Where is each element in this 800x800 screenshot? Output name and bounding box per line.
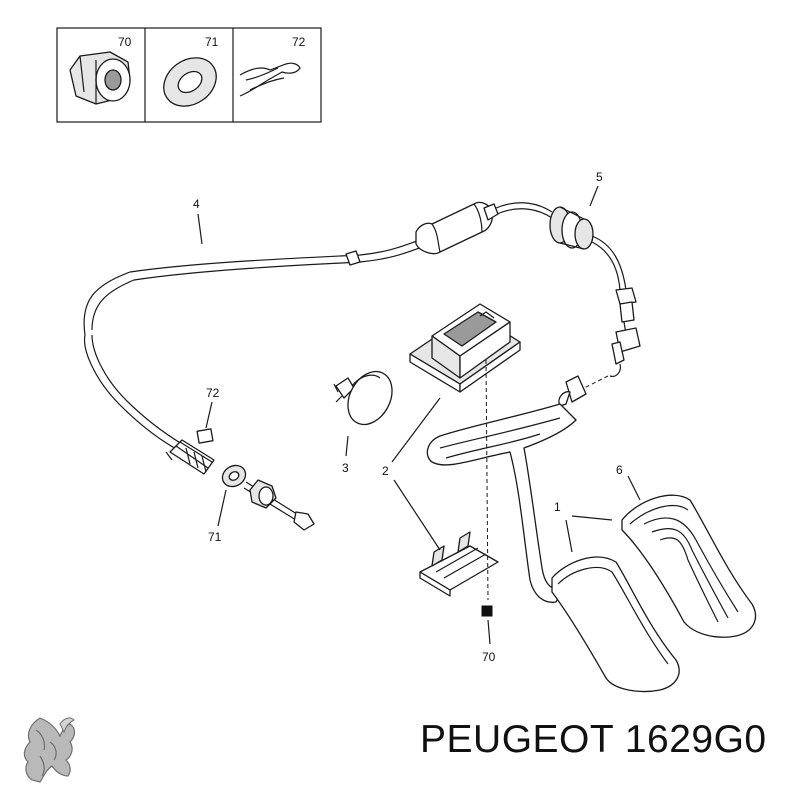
accelerator-pedal — [426, 375, 680, 693]
clip-marker — [196, 428, 214, 444]
nut-icon — [69, 51, 131, 105]
pedal-cover — [621, 494, 757, 638]
accelerator-cable — [83, 201, 641, 451]
washer-icon — [163, 57, 217, 107]
legend-label-72: 72 — [292, 35, 306, 49]
callout-1: 1 — [554, 500, 561, 514]
pedal-bracket-lower — [419, 531, 499, 597]
cable-end-fitting — [609, 327, 641, 377]
callout-6: 6 — [616, 463, 623, 477]
legend-label-70: 70 — [118, 35, 132, 49]
cable-grommet — [549, 206, 594, 250]
nut-marker — [481, 605, 493, 617]
clip-icon — [239, 62, 301, 97]
callout-72: 72 — [206, 386, 220, 400]
callout-71: 71 — [208, 530, 222, 544]
callout-2: 2 — [382, 464, 389, 478]
pedal-stop-pad — [333, 370, 393, 426]
cable-adjuster — [415, 201, 499, 255]
brand-part-number: PEUGEOT 1629G0 — [420, 718, 767, 761]
callout-4: 4 — [193, 197, 200, 211]
pedal-bracket-upper — [409, 303, 521, 393]
leader-lines — [197, 185, 641, 645]
callout-3: 3 — [342, 461, 349, 475]
cable-lower-end — [165, 439, 315, 531]
callout-70: 70 — [482, 650, 496, 664]
peugeot-lion-logo — [23, 717, 76, 783]
callout-5: 5 — [596, 170, 603, 184]
legend-label-71: 71 — [205, 35, 219, 49]
parts-legend: 70 71 72 — [56, 27, 322, 123]
